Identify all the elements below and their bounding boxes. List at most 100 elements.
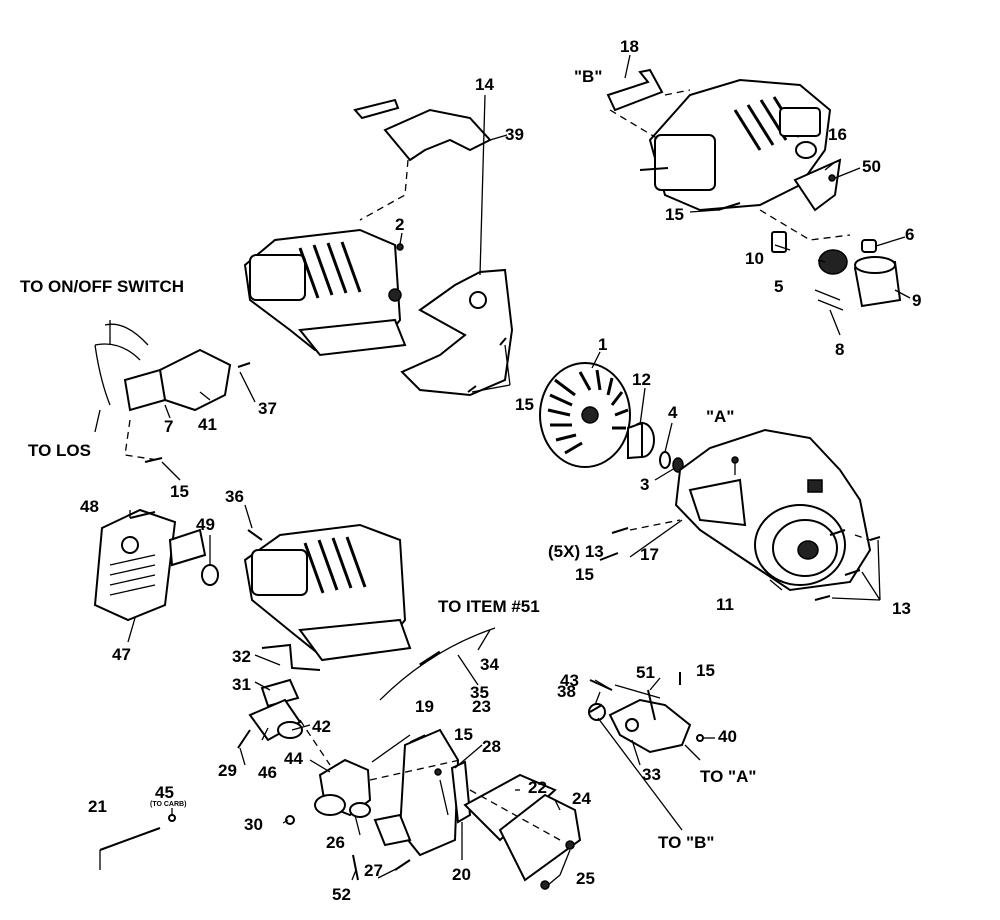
callout-41: 41 — [198, 415, 217, 434]
pin-part-2 — [396, 243, 404, 251]
bolt-part-36 — [247, 529, 263, 541]
bracket-part-18 — [606, 68, 664, 112]
note-to-carb: (TO CARB) — [150, 801, 186, 808]
callout-42: 42 — [312, 717, 331, 736]
gasket-part-26 — [349, 802, 371, 818]
callout-28: 28 — [482, 737, 501, 756]
callout-7: 7 — [164, 417, 173, 436]
callout-9: 9 — [912, 291, 921, 310]
callout-22: 22 — [528, 778, 547, 797]
cover-part-24 — [498, 793, 582, 882]
note-on-off-switch: TO ON/OFF SWITCH — [20, 277, 184, 296]
callout-6: 6 — [905, 225, 914, 244]
screw-part-15-top — [717, 202, 741, 211]
spring-part-35 — [419, 650, 441, 667]
screw-part-15-coil — [144, 457, 163, 463]
callout-17: 17 — [640, 545, 659, 564]
callout-1: 1 — [598, 335, 607, 354]
screws-part-13 — [611, 527, 881, 601]
muffler-part-47 — [93, 508, 207, 622]
callout-33: 33 — [642, 765, 661, 784]
nut-part-50 — [828, 174, 836, 182]
callout-20: 20 — [452, 865, 471, 884]
shroud-part-16 — [793, 158, 842, 212]
marker-a: "A" — [706, 407, 734, 426]
callout-14: 14 — [475, 75, 494, 94]
callout-25: 25 — [576, 869, 595, 888]
screws-part-8 — [814, 289, 844, 311]
callout-49: 49 — [196, 515, 215, 534]
tube-part-32 — [261, 643, 321, 671]
filter-adapter-part-5 — [818, 249, 848, 275]
callout-36: 36 — [225, 487, 244, 506]
recoil-starter-part-11 — [754, 479, 846, 586]
callout-18: 18 — [620, 37, 639, 56]
screw-part-15-housing — [599, 552, 619, 561]
callout-15a: 15 — [665, 205, 684, 224]
callout-15b: 15 — [515, 395, 534, 414]
callout-labels: 1 2 3 4 5 6 7 8 9 10 11 12 (5X) 13 13 14… — [80, 37, 921, 904]
callout-40: 40 — [718, 727, 737, 746]
callout-37: 37 — [258, 399, 277, 418]
leader-lines — [94, 54, 911, 886]
screw-part-15-carb — [434, 768, 442, 776]
link-part-19 — [371, 734, 411, 763]
callout-11: 11 — [716, 595, 734, 614]
callout-39: 39 — [505, 125, 524, 144]
callout-15f: 15 — [454, 725, 473, 744]
control-bracket-part-39 — [353, 98, 492, 162]
callout-45: 45 — [155, 783, 174, 802]
engine-assembly-top — [639, 78, 832, 212]
callout-43: 43 — [560, 671, 579, 690]
bolt-part-38 — [589, 704, 603, 713]
gasket-part-42 — [277, 721, 303, 739]
callout-12: 12 — [632, 370, 651, 389]
clamp-part-45 — [168, 814, 176, 822]
bracket-part-10 — [771, 231, 787, 253]
engine-block-middle — [243, 228, 407, 357]
callout-51: 51 — [636, 663, 655, 682]
callout-4: 4 — [668, 403, 678, 422]
callout-27: 27 — [364, 861, 383, 880]
callout-16: 16 — [828, 125, 847, 144]
marker-b: "B" — [574, 67, 602, 86]
callout-38: 38 — [557, 682, 576, 701]
bolt-part-52 — [352, 854, 359, 881]
note-to-a: TO "A" — [700, 767, 756, 786]
callout-15e: 15 — [696, 661, 715, 680]
callout-10: 10 — [745, 249, 764, 268]
callout-32: 32 — [232, 647, 251, 666]
callout-15c: 15 — [170, 482, 189, 501]
spacer-part-31 — [260, 678, 300, 708]
note-to-b: TO "B" — [658, 833, 714, 852]
carburetor-part-44 — [314, 758, 372, 817]
oil-filter-part-9 — [853, 256, 902, 308]
callout-26: 26 — [326, 833, 345, 852]
callout-2: 2 — [395, 215, 404, 234]
screws-part-15-shroud — [467, 337, 507, 393]
callout-29: 29 — [218, 761, 237, 780]
cup-part-12 — [627, 421, 655, 460]
ignition-coil-part-7 — [94, 323, 232, 412]
intake-part-46 — [248, 698, 302, 742]
note-to-los: TO LOS — [28, 441, 91, 460]
callout-47: 47 — [112, 645, 131, 664]
callout-19: 19 — [415, 697, 434, 716]
bolt-part-29 — [237, 729, 251, 749]
nut-part-25-a — [565, 840, 575, 850]
callout-15d: 15 — [575, 565, 594, 584]
callout-44: 44 — [284, 749, 303, 768]
callout-8: 8 — [835, 340, 844, 359]
screw-part-41 — [237, 362, 251, 368]
callout-30: 30 — [244, 815, 263, 834]
engine-block-lower — [243, 523, 412, 662]
callout-35: 35 — [470, 683, 489, 702]
callout-21: 21 — [88, 797, 107, 816]
callout-31: 31 — [232, 675, 251, 694]
callout-23: 23 — [472, 697, 491, 716]
callout-3: 3 — [640, 475, 649, 494]
callout-34: 34 — [480, 655, 499, 674]
shroud-part-14 — [400, 268, 514, 397]
callout-50: 50 — [862, 157, 881, 176]
